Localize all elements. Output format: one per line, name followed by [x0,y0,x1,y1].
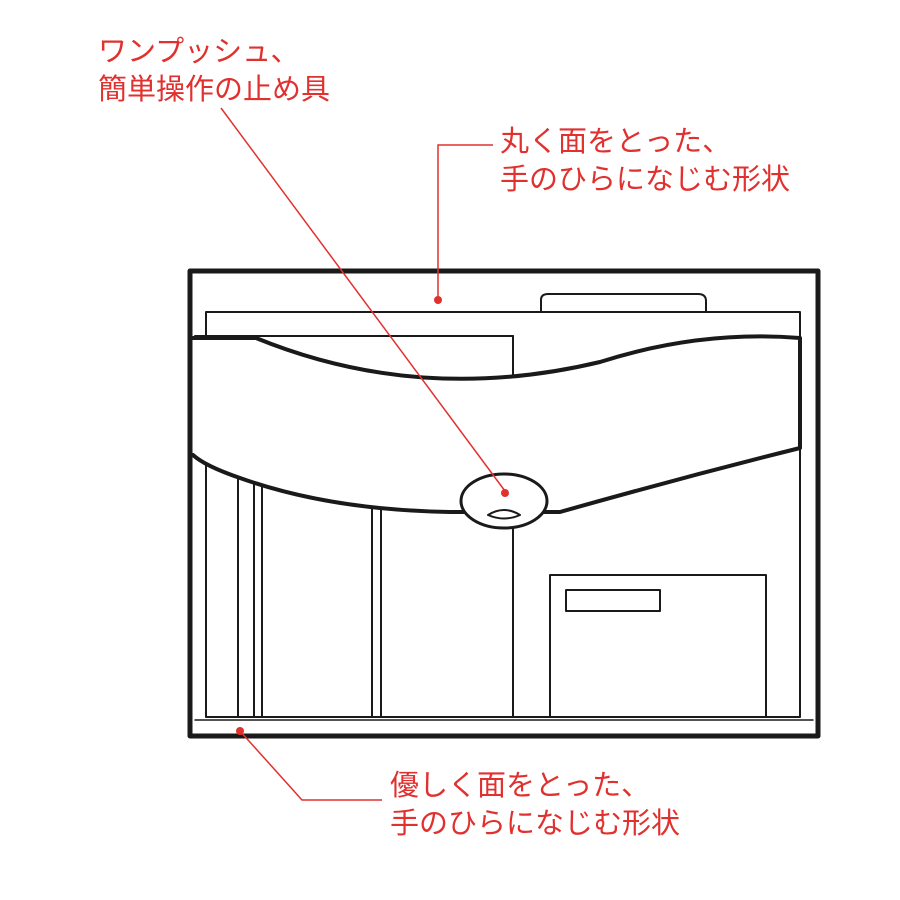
clasp-button [459,472,549,530]
cover-flap [191,334,802,514]
pocket-card [549,574,767,718]
clasp-callout-line-2: 簡単操作の止め具 [98,72,331,106]
clasp-slot [487,509,521,520]
clasp-callout: ワンプッシュ、 簡単操作の止め具 [98,32,330,108]
clasp-leader-line [220,107,506,492]
top-edge-callout-line-2: 手のひらになじむ形状 [500,162,791,196]
case-inner-frame [205,311,801,718]
annotation-lines [220,107,509,801]
bottom-edge-callout-line-2: 手のひらになじむ形状 [390,806,681,840]
top-edge-callout-line-1: 丸く面をとった、 [500,124,732,158]
case-outer-frame [187,268,821,739]
top-edge-leader-dot [434,296,442,304]
index-tab [540,293,707,313]
bottom-edge-callout: 優しく面をとった、 手のひらになじむ形状 [390,766,680,842]
pocket-card-label [565,589,661,612]
clasp-leader-dot [501,489,509,497]
bottom-edge-leader-line [239,730,382,801]
bottom-edge-leader-dot [236,727,244,735]
top-edge-callout: 丸く面をとった、 手のひらになじむ形状 [500,122,790,198]
bottom-edge-callout-line-1: 優しく面をとった、 [390,768,651,802]
clasp-callout-line-1: ワンプッシュ、 [98,34,300,68]
top-edge-leader-line [437,144,493,298]
case-outline [187,268,821,739]
